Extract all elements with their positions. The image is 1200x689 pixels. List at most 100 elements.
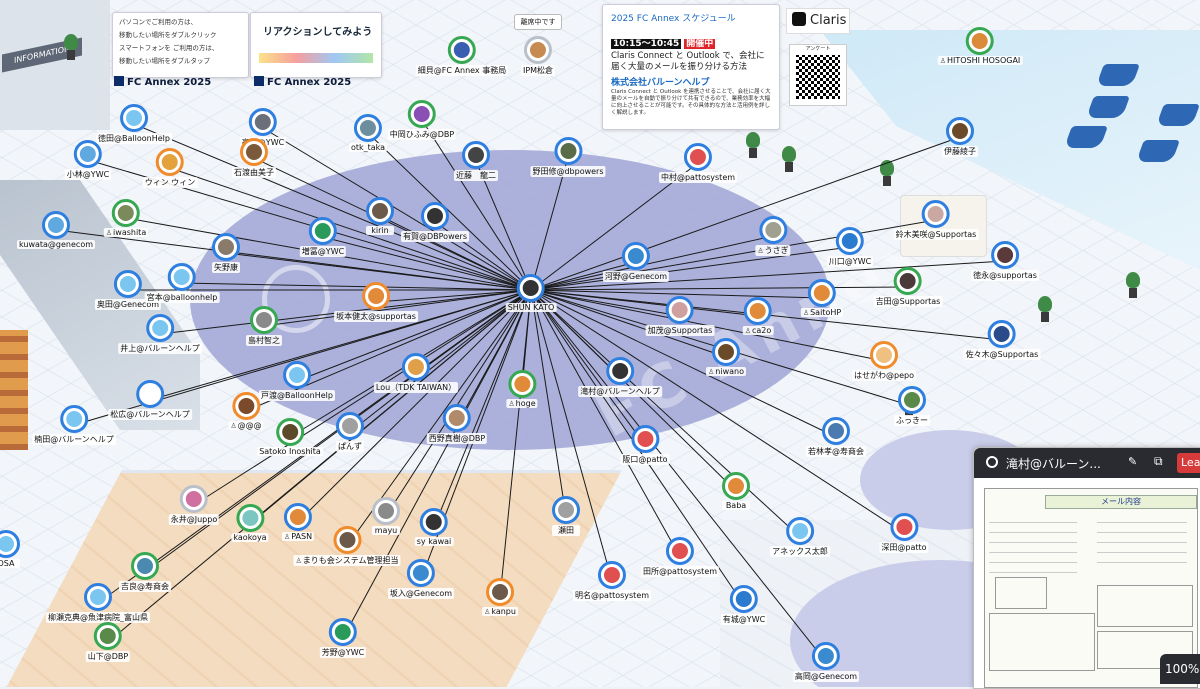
survey-qr[interactable]: アンケート [789, 44, 847, 106]
user-avatar[interactable]: 小林@YWC [64, 140, 112, 180]
user-avatar[interactable]: ウィン ウィン [142, 148, 198, 188]
user-avatar[interactable]: ♙PASN [281, 503, 315, 541]
user-avatar[interactable]: otk_taka [348, 114, 388, 152]
connection-line [530, 289, 613, 582]
user-avatar[interactable]: 石渡由美子 [232, 138, 276, 178]
user-avatar[interactable]: ♙hoge [506, 370, 538, 408]
user-avatar[interactable]: 若林孝@寿商会 [806, 417, 866, 457]
user-avatar[interactable]: 坂本健太@supportas [334, 282, 418, 322]
leave-button[interactable]: Lea [1177, 453, 1200, 473]
user-avatar[interactable]: 滝村@バルーンヘルプ [578, 357, 662, 397]
user-avatar[interactable]: 野田修@dbpowers [530, 137, 606, 177]
user-avatar[interactable]: 鈴木美咲@Supportas [893, 200, 979, 240]
user-avatar[interactable]: Baba [722, 472, 750, 510]
user-avatar[interactable]: 阪口@patto [620, 425, 670, 465]
user-avatar[interactable]: 戸渡@BalloonHelp [259, 361, 335, 401]
user-avatar[interactable]: 奥田@Genecom [94, 270, 162, 310]
user-avatar[interactable]: 河野@Genecom [602, 242, 670, 282]
connection-line [530, 156, 569, 291]
user-avatar[interactable]: 中岡ひふみ@DBP [387, 100, 457, 140]
user-avatar[interactable]: はせがわ@pepo [852, 341, 916, 381]
open-external-icon[interactable]: ⧉ [1154, 454, 1163, 468]
user-avatar[interactable]: 加茂@Supportas [645, 296, 715, 336]
user-avatar[interactable]: kirin [366, 197, 394, 235]
avatar-ring [759, 216, 787, 244]
user-avatar[interactable]: ♙ca2o [742, 297, 774, 335]
user-avatar[interactable]: 田所@pattosystem [640, 537, 720, 577]
user-avatar[interactable]: 山下@DBP [85, 622, 131, 662]
user-avatar[interactable]: 楠田@バルーンヘルプ [32, 405, 116, 445]
user-avatar[interactable]: 島村智之 [246, 306, 282, 346]
user-avatar[interactable]: 徳永@supportas [971, 241, 1039, 281]
user-avatar[interactable]: 吉田@Supportas [873, 267, 943, 307]
user-avatar[interactable]: 芳野@YWC [319, 618, 367, 658]
avatar-name: kaokoya [231, 533, 269, 542]
user-avatar[interactable]: 増冨@YWC [299, 217, 347, 257]
avatar-name: ♙kanpu [482, 607, 518, 616]
information-wall: INFORMATION [0, 0, 110, 130]
user-avatar[interactable]: 中村@pattosystem [658, 143, 738, 183]
instruction-line: 移動したい場所をダブルタップ [119, 57, 210, 65]
user-avatar[interactable]: IPM松倉 [520, 36, 556, 76]
avatar-ring [179, 485, 208, 513]
video-panel[interactable]: 滝村@バルーン... ✎ ⧉ Lea メール内容 [973, 447, 1200, 689]
user-avatar[interactable]: 徳田@BalloonHelp [96, 104, 172, 144]
user-avatar[interactable]: mayu [372, 497, 400, 535]
user-avatar[interactable]: Satoko Inoshita [257, 418, 323, 456]
user-avatar[interactable]: アネックス太郎 [770, 517, 830, 557]
user-avatar[interactable]: ♙うさぎ [755, 216, 791, 256]
user-avatar[interactable]: 有城@YWC [720, 585, 768, 625]
avatar-face-icon [413, 106, 430, 122]
user-avatar[interactable]: ♙niwano [706, 338, 746, 376]
session-company: 株式会社バルーンヘルプ [611, 78, 710, 88]
person-icon: ♙ [802, 309, 810, 317]
reaction-board[interactable]: リアクションしてみよう [250, 12, 382, 78]
user-avatar[interactable]: ♙HITOSHI HOSOGAI [937, 27, 1023, 65]
user-avatar[interactable]: sy kawai [414, 508, 454, 546]
user-avatar[interactable]: 西野真樹@DBP [426, 404, 488, 444]
user-avatar[interactable]: 佐々木@Supportas [963, 320, 1041, 360]
user-avatar[interactable]: 有賀@DBPowers [400, 202, 470, 242]
user-avatar[interactable]: 深田@patto [879, 513, 929, 553]
instruction-board[interactable]: パソコンでご利用の方は、 移動したい場所をダブルクリック スマートフォンを ご利… [112, 12, 249, 78]
user-avatar[interactable]: 松広@バルーンヘルプ [108, 380, 192, 420]
center-user-avatar[interactable]: SHUN KATO [505, 274, 557, 312]
user-avatar[interactable]: OSA [0, 530, 20, 568]
user-avatar[interactable]: ぱんず [336, 412, 364, 452]
connection-line [133, 123, 532, 291]
user-avatar[interactable]: 細貝@FC Annex 事務局 [415, 36, 509, 76]
user-avatar[interactable]: 高岡@Genecom [792, 642, 860, 682]
avatar-ring [869, 341, 898, 369]
user-avatar[interactable]: 川口@YWC [826, 227, 874, 267]
avatar-name-text: ふっきー [896, 416, 928, 425]
away-status: 離席中です [514, 14, 562, 30]
user-avatar[interactable]: kuwata@genecom [16, 211, 96, 249]
avatar-ring [890, 513, 918, 541]
user-avatar[interactable]: 柳瀬克典@魚津病院_富山県 [46, 583, 150, 623]
user-avatar[interactable]: 矢野康 [212, 233, 240, 273]
user-avatar[interactable]: kaokoya [231, 504, 269, 542]
avatar-name-text: ウィン ウィン [144, 178, 196, 187]
user-avatar[interactable]: 井上@バルーンヘルプ [118, 314, 202, 354]
user-avatar[interactable]: ♙まりも会システム管理担当 [293, 526, 401, 566]
user-avatar[interactable]: 宮本@balloonhelp [144, 263, 220, 303]
zoom-level[interactable]: 100% [1160, 654, 1200, 684]
user-avatar[interactable]: Lou（TDK TAIWAN） [373, 353, 459, 393]
user-avatar[interactable]: 永井@Juppo [168, 485, 220, 525]
user-avatar[interactable]: 明名@pattosystem [572, 561, 652, 601]
user-avatar[interactable]: ♙SaitoHP [800, 279, 844, 317]
avatar-name: 細貝@FC Annex 事務局 [415, 65, 509, 76]
avatar-ring [131, 552, 159, 580]
user-avatar[interactable]: 伊藤綾子 [942, 117, 978, 157]
avatar-ring [683, 143, 712, 171]
user-avatar[interactable]: 吉良@寿商会 [119, 552, 171, 592]
user-avatar[interactable]: ふっきー [894, 386, 930, 426]
user-avatar[interactable]: 瀬田 [552, 496, 580, 536]
edit-icon[interactable]: ✎ [1128, 455, 1138, 468]
user-avatar[interactable]: ♙iwashita [103, 199, 149, 237]
user-avatar[interactable]: 坂入@Genecom [387, 559, 455, 599]
user-avatar[interactable]: ♙kanpu [482, 578, 518, 616]
user-avatar[interactable]: 近藤 龍二 [454, 141, 498, 181]
user-avatar[interactable]: ♙@@@ [228, 392, 264, 430]
